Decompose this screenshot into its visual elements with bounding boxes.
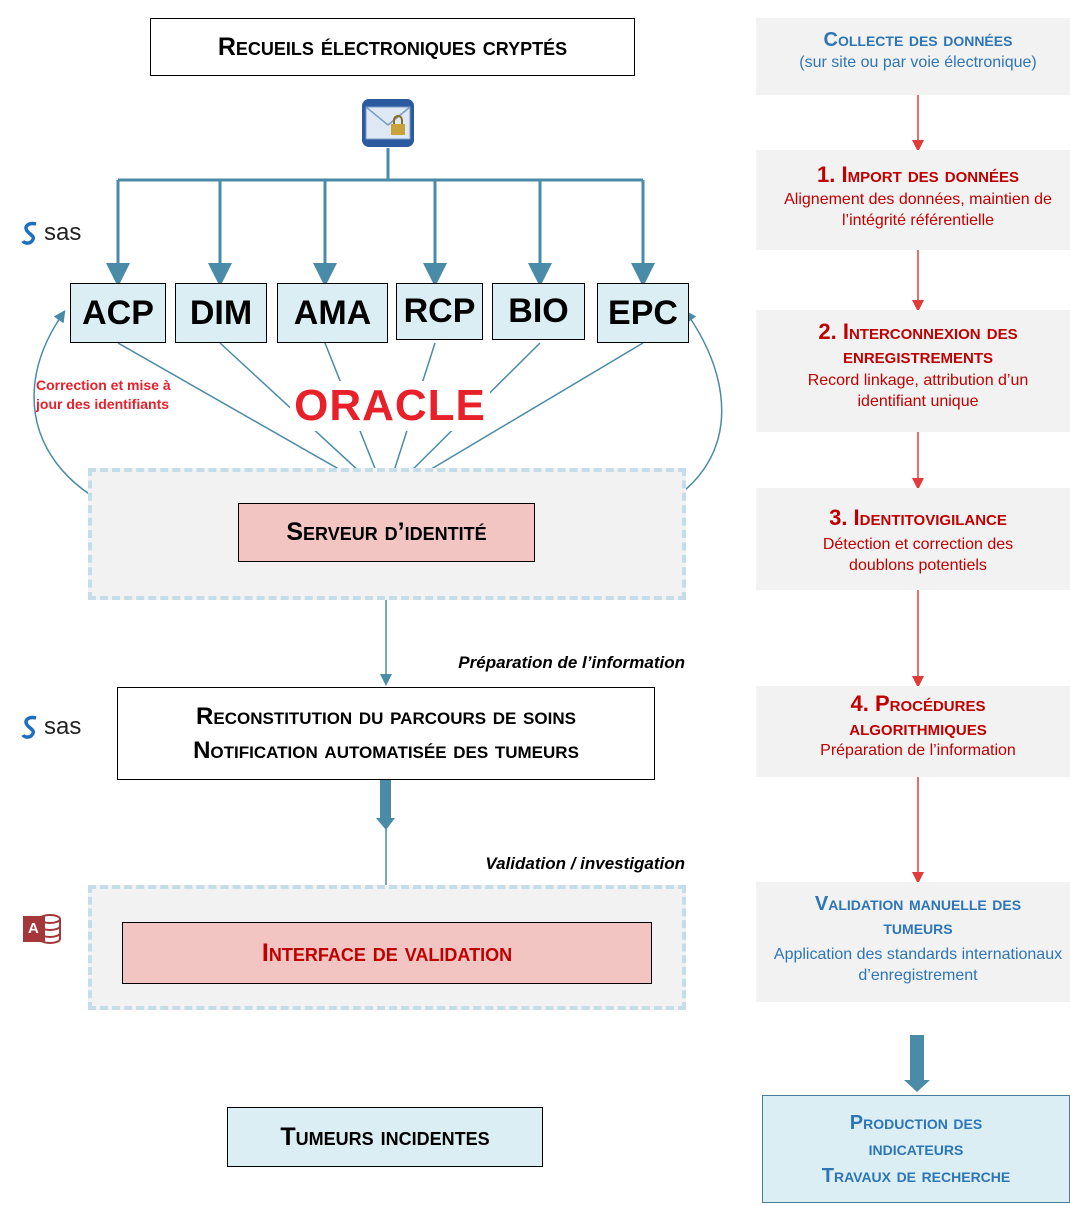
sas-swirl-icon xyxy=(21,221,37,245)
source-acp: ACP xyxy=(70,283,166,343)
step-validation-title: Validation manuelle des tumeurs xyxy=(814,893,1022,939)
step-1-desc: Alignement des données, maintien de l’in… xyxy=(784,191,1052,229)
step-1: 1. Import des données Alignement des don… xyxy=(756,150,1070,250)
step-2: 2. Interconnexion des enregistrements Re… xyxy=(756,310,1070,432)
step-3-desc: Détection et correction des doublons pot… xyxy=(822,536,1014,574)
oracle-logo: ORACLE xyxy=(265,381,515,431)
step-1-title: 1. Import des données xyxy=(817,162,1019,187)
encrypted-collections-box: Recueils électroniques cryptés xyxy=(150,18,635,76)
step-4-title: 4. Procédures algorithmiques xyxy=(849,691,987,740)
encrypted-mail-icon xyxy=(361,98,415,148)
sas-logo-2: sas xyxy=(20,712,110,742)
step-4: 4. Procédures algorithmiques Préparation… xyxy=(756,686,1070,777)
validation-label: Validation / investigation xyxy=(485,854,685,873)
source-dim: DIM xyxy=(175,283,267,343)
validation-interface-box: Interface de validation xyxy=(122,922,652,984)
validation-interface-label: Interface de validation xyxy=(261,938,513,967)
source-epc: EPC xyxy=(597,283,689,343)
reconstitution-line1: Reconstitution du parcours de soins xyxy=(196,702,576,730)
correction-note: Correction et mise à jour des identifian… xyxy=(36,377,171,412)
sas-logo: sas xyxy=(20,218,110,248)
step-2-title: 2. Interconnexion des enregistrements xyxy=(818,319,1018,368)
step-2-desc: Record linkage, attribution d’un identif… xyxy=(807,372,1029,410)
reconstitution-box: Reconstitution du parcours de soins Noti… xyxy=(117,687,655,780)
step-collect-desc: (sur site ou par voie électronique) xyxy=(799,54,1037,71)
production-box: Production des indicateurs Travaux de re… xyxy=(762,1095,1070,1203)
incident-tumours-label: Tumeurs incidentes xyxy=(280,1122,490,1151)
preparation-label: Préparation de l’information xyxy=(458,653,685,672)
step-validation-desc: Application des standards internationaux… xyxy=(773,946,1063,984)
step-3-title: 3. Identitovigilance xyxy=(829,505,1007,530)
step-validation: Validation manuelle des tumeurs Applicat… xyxy=(756,882,1070,1002)
encrypted-collections-label: Recueils électroniques cryptés xyxy=(217,32,568,61)
identity-server-label: Serveur d’identité xyxy=(286,518,487,546)
step-3: 3. Identitovigilance Détection et correc… xyxy=(756,488,1070,590)
step-collect-title: Collecte des données xyxy=(823,29,1013,51)
step-4-desc: Préparation de l’information xyxy=(820,742,1016,759)
source-bio: BIO xyxy=(492,283,585,340)
source-rcp: RCP xyxy=(396,283,483,340)
access-database-icon: A xyxy=(22,912,62,946)
step-collect: Collecte des données (sur site ou par vo… xyxy=(756,18,1070,95)
sas-swirl-icon xyxy=(21,715,37,739)
source-ama: AMA xyxy=(277,283,388,343)
incident-tumours-box: Tumeurs incidentes xyxy=(227,1107,543,1167)
production-line1: Production des indicateurs xyxy=(849,1112,983,1160)
reconstitution-line2: Notification automatisée des tumeurs xyxy=(193,736,579,764)
production-line2: Travaux de recherche xyxy=(821,1165,1011,1187)
identity-server-box: Serveur d’identité xyxy=(238,503,535,562)
